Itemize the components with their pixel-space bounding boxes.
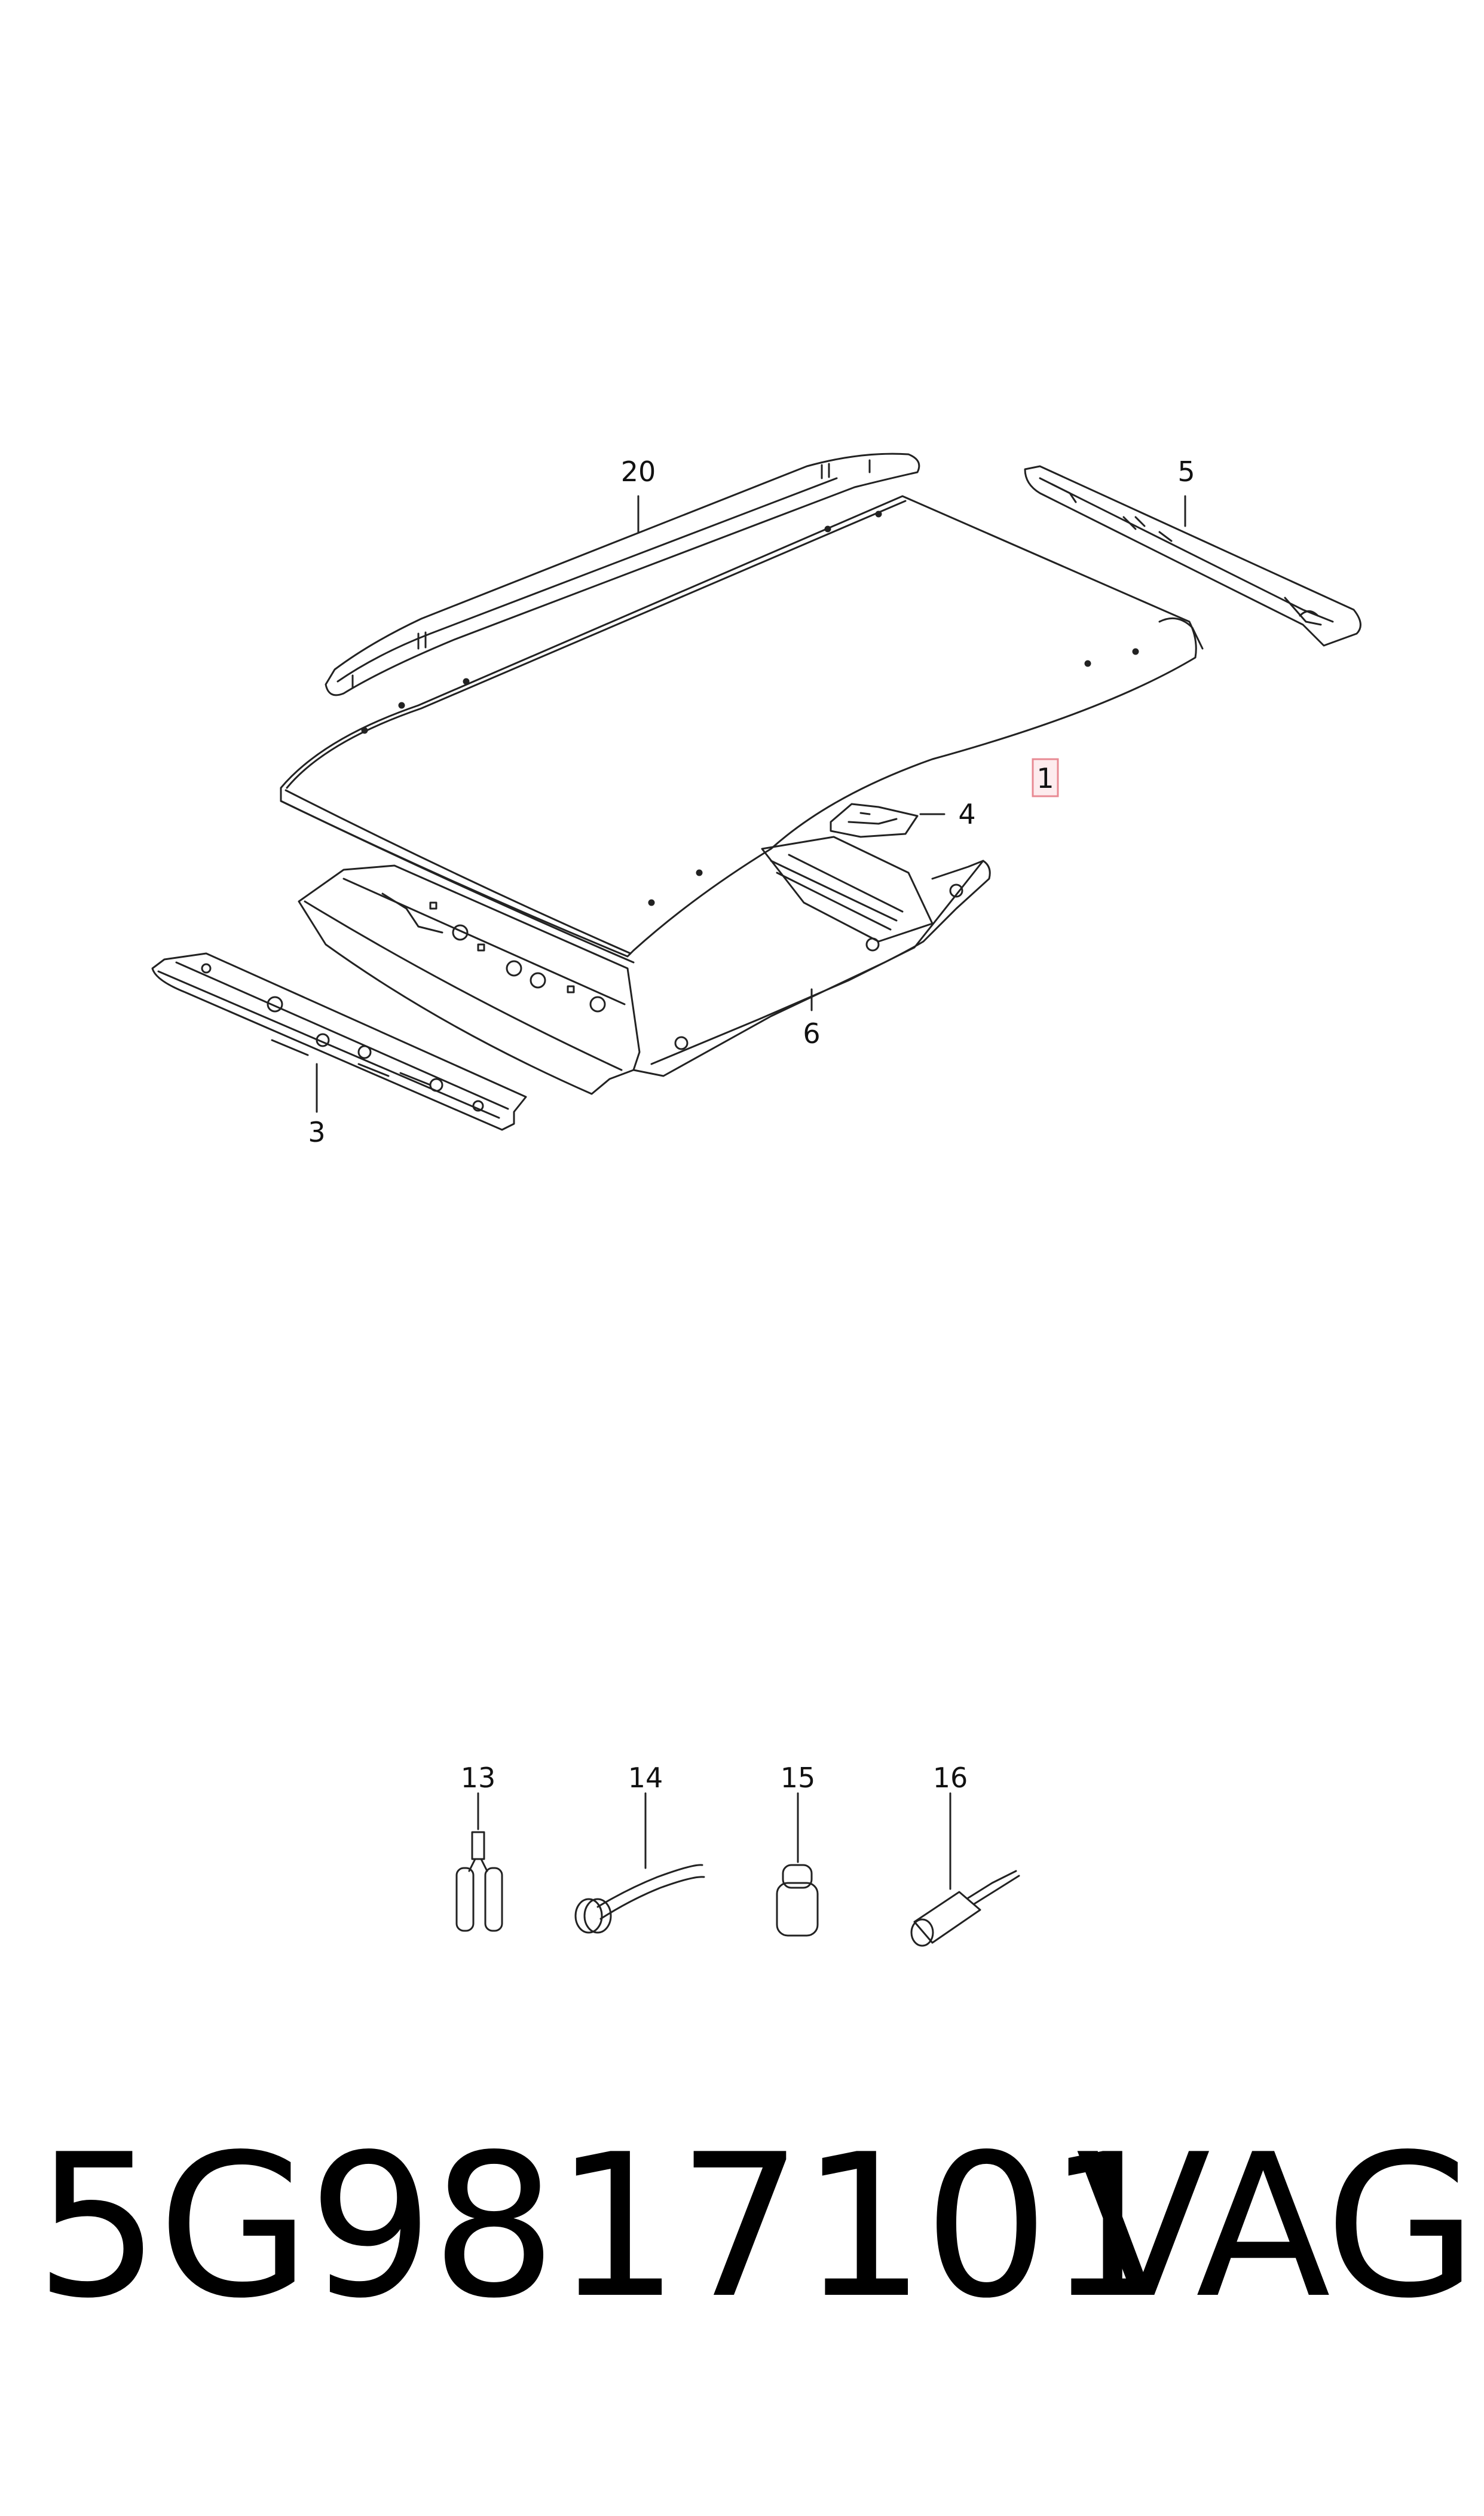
- container-part-15: [776, 1792, 819, 1937]
- callout-4[interactable]: 4: [958, 798, 975, 830]
- drain-hose-part-14: [574, 1792, 705, 1934]
- roof-frame-part-6: [298, 836, 991, 1095]
- roof-panel-part-1: [280, 495, 1204, 964]
- part-number: 5G9817101: [35, 2112, 1172, 2341]
- callout-6[interactable]: 6: [803, 1017, 820, 1050]
- callout-20[interactable]: 20: [621, 455, 656, 488]
- callout-1[interactable]: 1: [1036, 762, 1054, 794]
- roof-rail-part-20: [325, 453, 920, 696]
- callout-16[interactable]: 16: [933, 1762, 968, 1794]
- brand-name: VAG: [1076, 2112, 1477, 2341]
- rear-crossmember-part-5: [1024, 465, 1361, 647]
- clip-part-13: [455, 1792, 503, 1932]
- callout-13[interactable]: 13: [461, 1762, 496, 1794]
- bracket-part-4: [830, 803, 946, 838]
- callout-highlight-1: [1032, 758, 1059, 797]
- adhesive-tube-part-16: [910, 1792, 1020, 1947]
- callout-3[interactable]: 3: [308, 1116, 325, 1148]
- front-crossmember-part-3: [151, 952, 527, 1131]
- callout-15[interactable]: 15: [781, 1762, 816, 1794]
- callout-5[interactable]: 5: [1177, 455, 1195, 488]
- callout-14[interactable]: 14: [628, 1762, 663, 1794]
